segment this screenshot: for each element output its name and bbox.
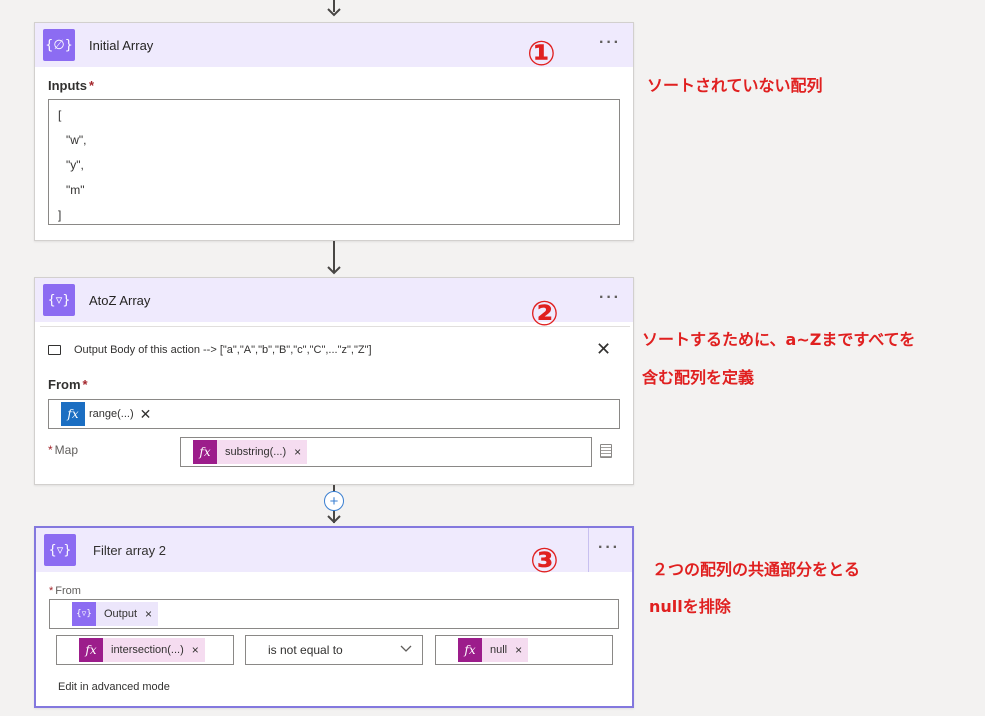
code-line: "m"	[66, 183, 85, 197]
fx-icon: fx	[193, 440, 217, 464]
remove-token-icon[interactable]: ×	[515, 643, 523, 657]
add-step-button[interactable]: +	[324, 491, 344, 511]
card-title: AtoZ Array	[89, 292, 151, 308]
card-header[interactable]: {∅} Initial Array ···	[35, 23, 633, 67]
condition-right-field[interactable]: fx null ×	[435, 635, 613, 665]
annotation-number-3: ③	[530, 541, 559, 581]
from-field[interactable]: fx range(...) ✕	[48, 399, 620, 429]
annotation-number-2: ②	[530, 294, 559, 334]
filter-braces-icon: {▿}	[43, 284, 75, 316]
filter-braces-icon: {▿}	[44, 534, 76, 566]
fx-icon: fx	[458, 638, 482, 662]
curly-braces-icon: {∅}	[43, 29, 75, 61]
remove-token-icon[interactable]: ×	[191, 643, 199, 657]
comment-bar	[40, 326, 630, 327]
action-card-filter-array-2: {▿} Filter array 2 ··· *From {▿} Output …	[34, 526, 634, 708]
chevron-down-icon	[400, 642, 412, 657]
expression-token-substring[interactable]: fx substring(...) ×	[193, 440, 308, 464]
expression-token-null[interactable]: fx null ×	[458, 638, 529, 662]
map-field[interactable]: fx substring(...) ×	[180, 437, 592, 467]
card-header[interactable]: {▿} Filter array 2 ···	[36, 528, 632, 572]
expression-token-range[interactable]: fx range(...) ✕	[61, 402, 158, 426]
connector-arrow	[333, 241, 335, 273]
code-line: [	[58, 108, 62, 122]
inputs-label: Inputs*	[48, 78, 95, 93]
more-options-icon[interactable]: ···	[599, 289, 621, 306]
fx-icon: fx	[79, 638, 103, 662]
arrow-head-icon	[327, 8, 341, 17]
fx-icon: fx	[61, 402, 85, 426]
more-options-icon[interactable]: ···	[598, 539, 620, 556]
arrow-head-icon	[327, 515, 341, 524]
condition-left-field[interactable]: fx intersection(...) ×	[56, 635, 234, 665]
arrow-head-icon	[327, 266, 341, 275]
operator-dropdown[interactable]: is not equal to	[245, 635, 423, 665]
map-label: *Map	[48, 443, 79, 457]
expression-token-intersection[interactable]: fx intersection(...) ×	[79, 638, 205, 662]
annotation-note-1: ソートされていない配列	[647, 76, 823, 95]
from-field[interactable]: {▿} Output ×	[49, 599, 619, 629]
annotation-note-3-line-1: ２つの配列の共通部分をとる	[652, 560, 861, 579]
more-options-icon[interactable]: ···	[599, 34, 621, 51]
card-header[interactable]: {▿} AtoZ Array ···	[35, 278, 633, 322]
from-label: From*	[48, 377, 88, 392]
annotation-note-3-line-2: nullを排除	[649, 597, 731, 616]
remove-token-icon[interactable]: ×	[145, 607, 153, 621]
comment-icon	[48, 345, 61, 355]
code-line: "y",	[66, 158, 84, 172]
annotation-number-1: ①	[527, 34, 556, 74]
close-icon[interactable]: ✕	[596, 339, 612, 359]
code-line: "w",	[66, 133, 87, 147]
filter-braces-icon: {▿}	[72, 602, 96, 626]
dynamic-token-output[interactable]: {▿} Output ×	[72, 602, 159, 626]
card-title-input[interactable]: Filter array 2	[81, 528, 589, 572]
text-mode-icon[interactable]	[600, 444, 612, 458]
connector-arrow-top	[333, 0, 335, 12]
from-label: *From	[49, 585, 81, 597]
remove-token-icon[interactable]: ×	[294, 445, 302, 459]
code-line: ]	[58, 208, 62, 222]
edit-advanced-mode-link[interactable]: Edit in advanced mode	[58, 681, 170, 693]
remove-token-icon[interactable]: ✕	[139, 405, 152, 422]
inputs-textarea[interactable]: [ "w", "y", "m" ]	[48, 99, 620, 225]
card-title: Initial Array	[89, 37, 154, 53]
annotation-note-2-line-1: ソートするために、a~Zまですべてを	[642, 330, 916, 349]
action-card-atoz-array: {▿} AtoZ Array ··· Output Body of this a…	[34, 277, 634, 485]
action-card-initial-array: {∅} Initial Array ··· Inputs* [ "w", "y"…	[34, 22, 634, 241]
output-note: Output Body of this action --> ["a","A",…	[74, 344, 372, 356]
annotation-note-2-line-2: 含む配列を定義	[642, 368, 755, 387]
